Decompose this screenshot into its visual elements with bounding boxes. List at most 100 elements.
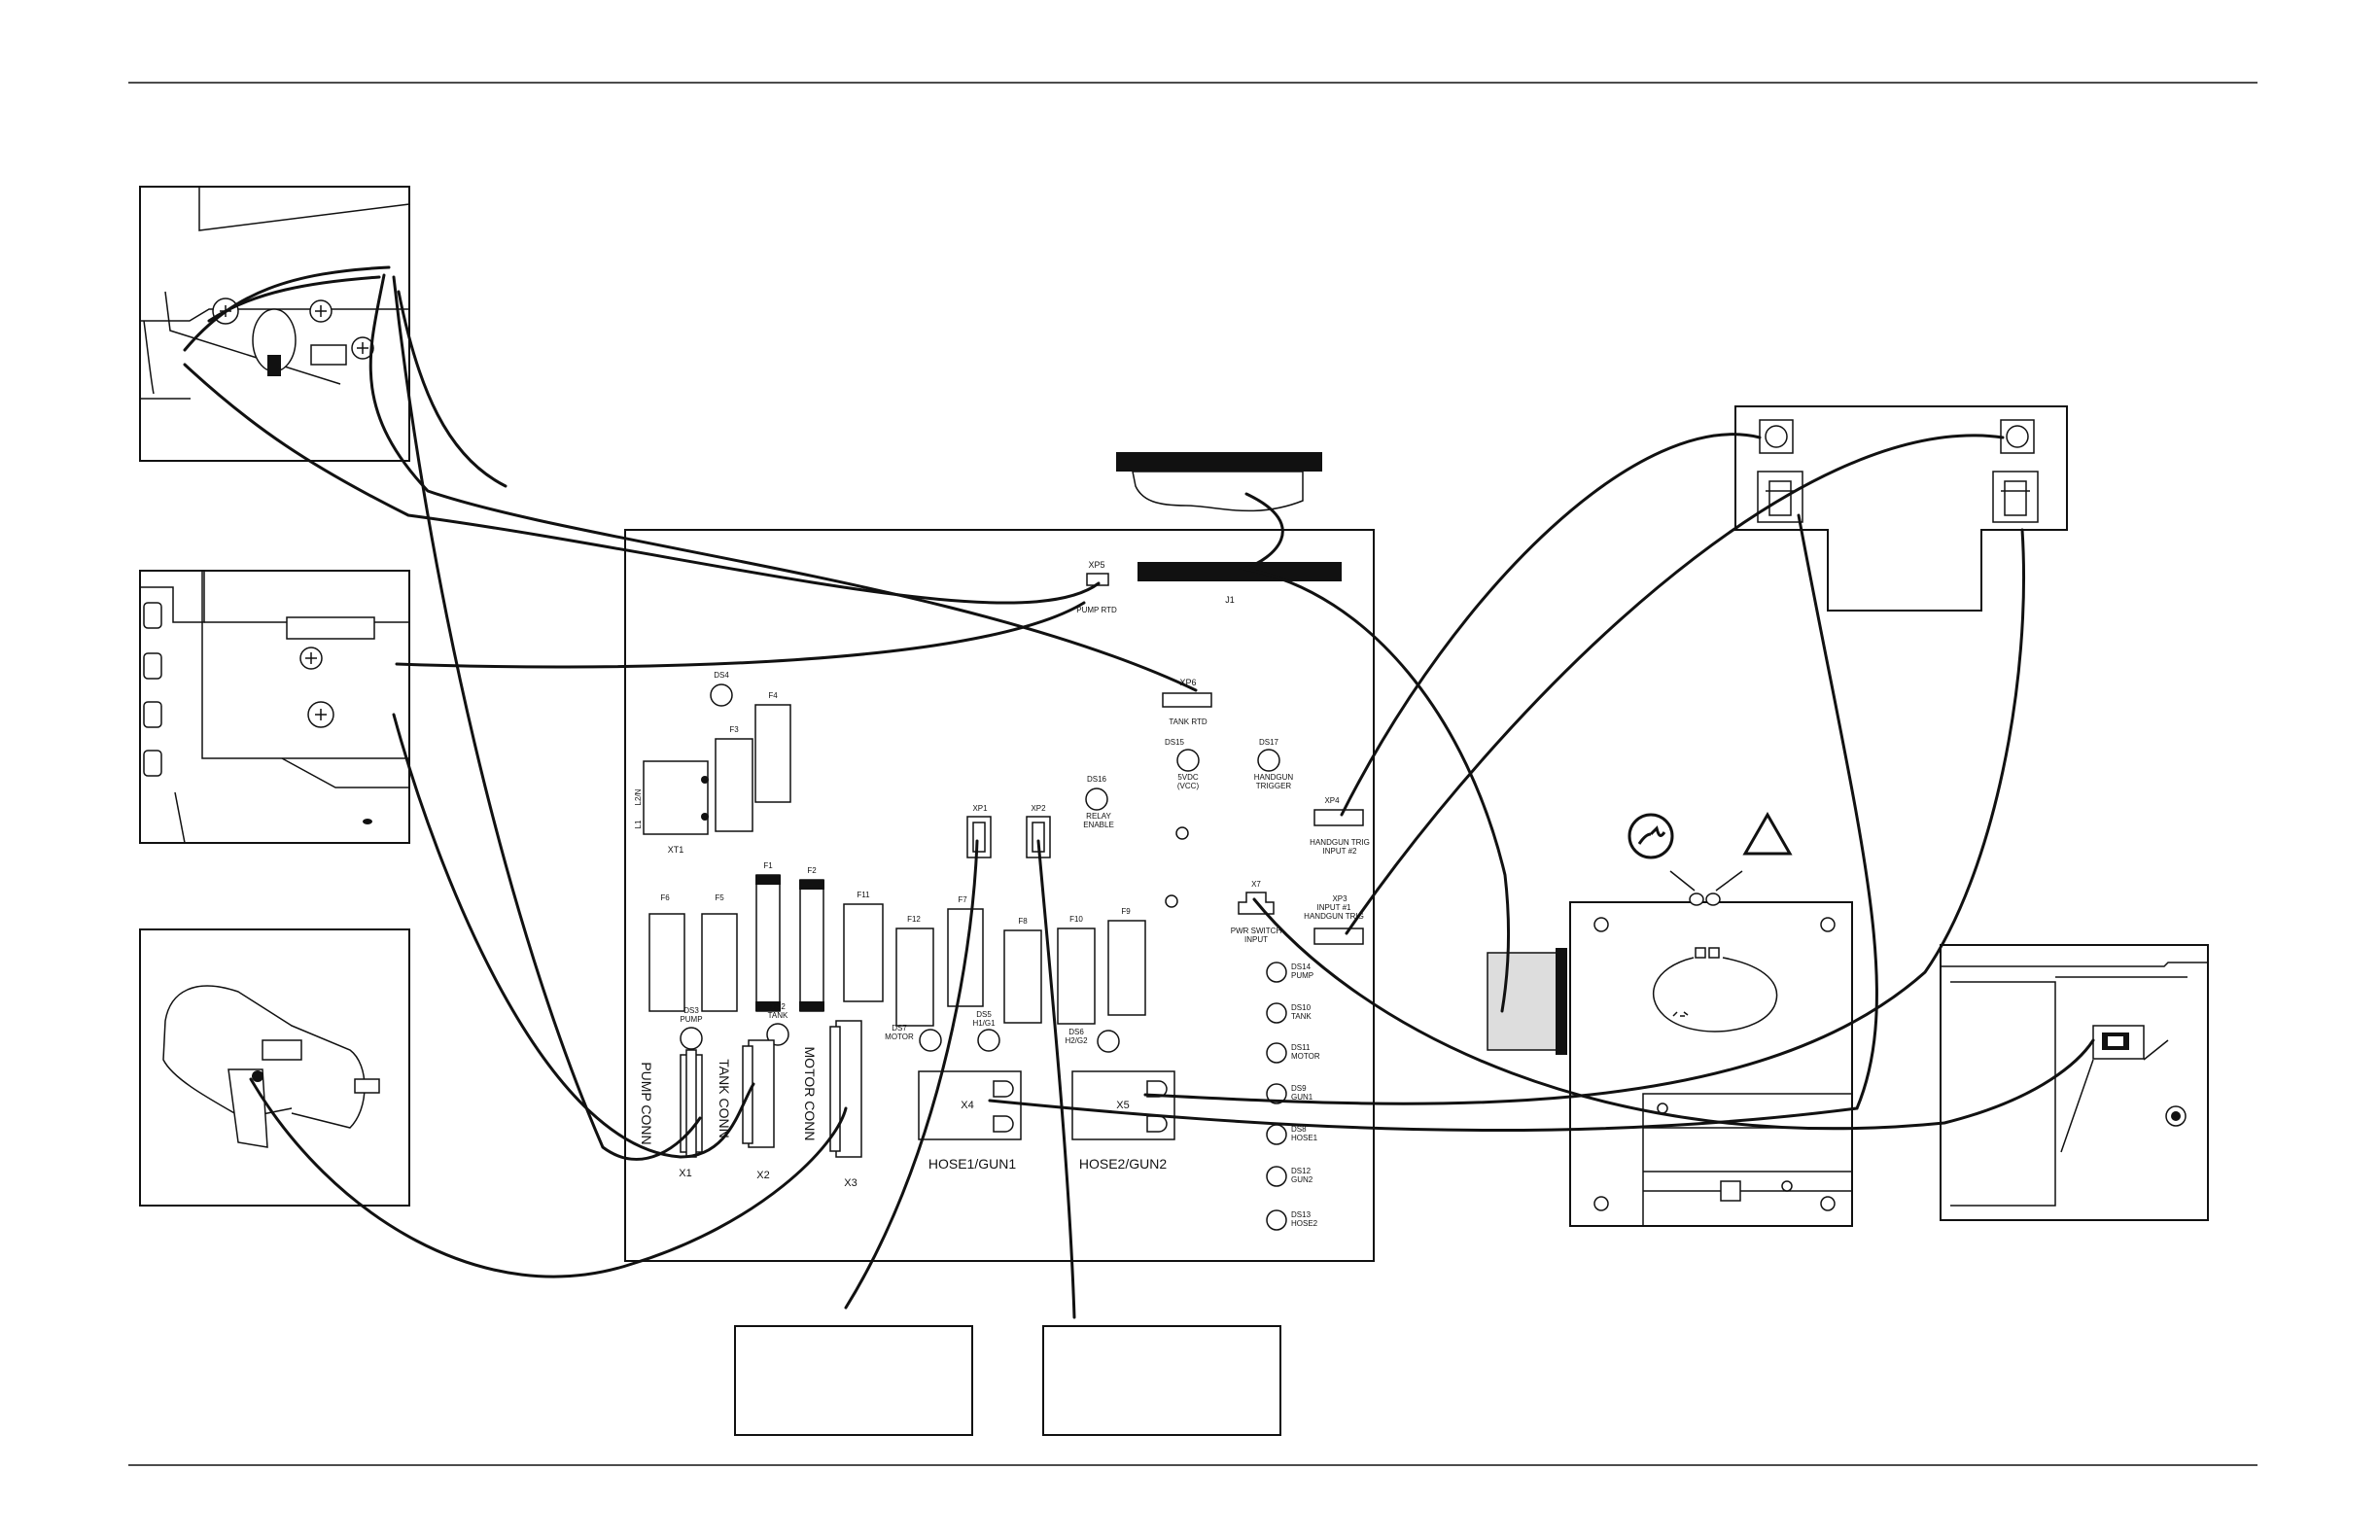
ds4-label: DS4 (714, 671, 729, 680)
ds8-label: DS8 (1291, 1125, 1307, 1134)
ds10-desc: TANK (1291, 1012, 1312, 1021)
wire-x4 (988, 513, 1878, 1133)
xp3-label: XP3 (1332, 894, 1348, 903)
x7-label: X7 (1251, 880, 1261, 889)
ds12-desc: GUN2 (1291, 1175, 1313, 1184)
ds10-label: DS10 (1291, 1003, 1312, 1012)
ds9-desc: GUN1 (1291, 1093, 1313, 1102)
power-switch-panel (1940, 944, 2209, 1221)
xp3-desc2: HANDGUN TRIG (1304, 912, 1364, 921)
ds7-desc: MOTOR (885, 1032, 914, 1041)
f6-label: F6 (660, 893, 670, 902)
f3-fuse (715, 738, 753, 832)
ds8-led (1266, 1124, 1287, 1145)
ds14-label: DS14 (1291, 962, 1312, 971)
xp6-desc: TANK RTD (1169, 718, 1207, 726)
wire-xp1 (844, 839, 979, 1310)
x7-desc1: PWR SWITCH (1231, 927, 1282, 935)
f12-fuse (895, 928, 934, 1027)
wire-tank-conn (392, 713, 755, 1159)
ds15-desc1: 5VDC (1177, 773, 1199, 782)
mounting-hole (1175, 826, 1189, 840)
ds12-label: DS12 (1291, 1167, 1312, 1175)
wire-pump-rtd (368, 273, 1198, 692)
ds11-label: DS11 (1291, 1043, 1311, 1052)
xp4-desc2: INPUT #2 (1323, 847, 1358, 856)
wire-pump-rtd-2 (183, 363, 1101, 605)
power-input-area: DS4 F4 F3 L2/N L1 XT1 (634, 671, 791, 855)
screw-icon (1593, 1196, 1609, 1211)
ds12-led (1266, 1166, 1287, 1187)
controller-module (1487, 811, 1853, 1227)
screw-icon (1820, 917, 1836, 932)
ds11-desc: MOTOR (1291, 1052, 1320, 1061)
ds16-desc1: RELAY (1086, 812, 1111, 821)
ds4-led (710, 683, 733, 707)
xp4-desc1: HANDGUN TRIG (1310, 838, 1370, 847)
x4-name: HOSE1/GUN1 (928, 1156, 1016, 1172)
ds17-led (1257, 749, 1280, 772)
f8-fuse (1003, 929, 1042, 1024)
ds17-label: DS17 (1259, 738, 1279, 747)
xp2-label: XP2 (1031, 804, 1046, 813)
f7-label: F7 (958, 895, 967, 904)
x4-label: X4 (961, 1100, 973, 1111)
x4-connector: X4 HOSE1/GUN1 (918, 1070, 1022, 1172)
f11-fuse (843, 903, 884, 1002)
f8-label: F8 (1018, 917, 1028, 926)
l1-label: L1 (634, 820, 643, 828)
wire-xp4 (1340, 433, 1762, 817)
x5-name: HOSE2/GUN2 (1079, 1156, 1167, 1172)
x2-label: X2 (756, 1170, 769, 1181)
xt1-label: XT1 (668, 845, 684, 855)
l2n-label: L2/N (634, 788, 643, 805)
ds2-label: DS2 (770, 1002, 786, 1011)
ds15-desc2: (VCC) (1177, 782, 1200, 790)
status-leds-upper: DS15 5VDC (VCC) DS17 HANDGUN TRIGGER DS1… (1083, 738, 1293, 908)
xp6-connector: XP6 TANK RTD (1162, 678, 1212, 726)
screw-icon (1820, 1196, 1836, 1211)
f10-fuse (1057, 928, 1096, 1025)
screw-icon (1765, 425, 1788, 448)
ds5-desc: H1/G1 (972, 1019, 996, 1028)
ds7-label: DS7 (892, 1024, 907, 1032)
ds6-led (1097, 1030, 1120, 1053)
ds13-led (1266, 1209, 1287, 1231)
x3-connector: MOTOR CONN X3 (802, 1020, 862, 1189)
ds3-led (680, 1027, 703, 1050)
hose2-gun2-box (1042, 1325, 1281, 1436)
f5-label: F5 (715, 893, 724, 902)
ds11-led (1266, 1042, 1287, 1064)
j1-label: J1 (1225, 595, 1235, 605)
ds16-label: DS16 (1087, 775, 1107, 784)
ds13-label: DS13 (1291, 1210, 1312, 1219)
f6-fuse (648, 913, 685, 1012)
ds6-desc: H2/G2 (1065, 1036, 1088, 1045)
status-leds-lower: DS3 PUMP DS2 TANK DS7 MOTOR DS5 H1/G1 DS… (680, 1002, 1120, 1053)
ds7-led (919, 1029, 942, 1052)
x3-name: MOTOR CONN (802, 1047, 818, 1141)
screw-icon (1781, 1180, 1793, 1192)
xp5-desc: PUMP RTD (1076, 606, 1117, 614)
f10-label: F10 (1069, 915, 1083, 924)
ds9-label: DS9 (1291, 1084, 1307, 1093)
xp2-connector: XP2 (1026, 804, 1051, 858)
ds15-label: DS15 (1165, 738, 1185, 747)
ds8-desc: HOSE1 (1291, 1134, 1318, 1142)
screw-icon (1657, 1102, 1668, 1114)
wire-x5 (1143, 528, 2026, 1105)
xp3-connector: XP3 INPUT #1 HANDGUN TRIG (1304, 894, 1364, 945)
x3-label: X3 (844, 1177, 857, 1189)
mounting-hole (1165, 894, 1178, 908)
wiring (183, 273, 2095, 1319)
f4-fuse (754, 704, 791, 803)
wire-xp2 (1036, 839, 1076, 1319)
ds13-desc: HOSE2 (1291, 1219, 1318, 1228)
ds16-led (1085, 788, 1108, 811)
xp5-label: XP5 (1088, 560, 1104, 570)
xt1-terminal (643, 760, 709, 835)
ds5-led (977, 1029, 1000, 1052)
f2-fuse (799, 879, 824, 1012)
x5-connector: X5 HOSE2/GUN2 (1071, 1070, 1175, 1172)
status-leds-right: DS14 PUMP DS10 TANK DS11 MOTOR DS9 GUN1 … (1266, 962, 1320, 1231)
